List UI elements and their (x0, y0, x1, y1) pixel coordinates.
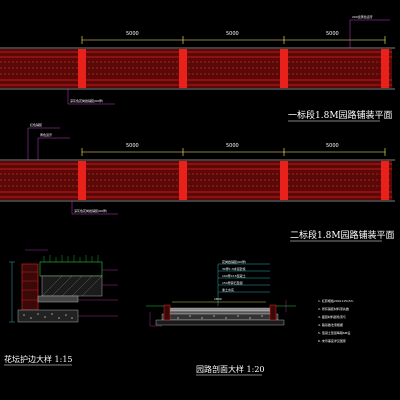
plan1-paving (0, 49, 392, 88)
detail-left-title: 花坛护边大样 1:15 (4, 354, 73, 364)
note-2: 2. 所有铺装材料须先做 (318, 306, 349, 311)
road-section: 花岗岩铺装(60厚) 30厚1:3水泥砂浆 100厚C15混凝土 150厚碎石垫… (146, 259, 296, 376)
plan1-note-bottom: 深灰色花岗岩铺装(60厚) (70, 98, 103, 103)
plan2-dim-1: 5000 (126, 143, 139, 149)
note-3: 3. 面层材料颜色须与 (318, 314, 346, 319)
plan2-note-bottom: 深灰色花岗岩铺装(60厚) (74, 208, 107, 213)
section-width-dim: 1800 (214, 297, 222, 301)
section-label-1: 花岗岩铺装(60厚) (222, 259, 246, 264)
plan2-note-top-1: 红色铺装 (30, 122, 42, 127)
plan2-dim-3: 5000 (326, 143, 339, 149)
notes-block: 1. 红砖规格240x115x53, 2. 所有铺装材料须先做 3. 面层材料颜… (318, 298, 354, 343)
plan1-dim-2: 5000 (226, 31, 239, 37)
note-4: 4. 路基做法须根据 (318, 322, 343, 327)
note-6: 6. 未尽事宜详见国家 (318, 338, 346, 343)
plan2-dim-2: 5000 (226, 143, 239, 149)
plan1-dim-1: 5000 (126, 31, 139, 37)
plan2-note-top-2: 黄色道牙 (40, 132, 52, 137)
plan1-note-top: 200宽黄色道牙 (352, 14, 373, 19)
plan-2: 5000 5000 5000 红色铺装 黄色道牙 深灰色花岗岩铺装(60厚) (0, 122, 395, 242)
note-5: 5. 混凝土垫层每隔6M设 (318, 330, 350, 335)
plan-1: 5000 5000 5000 200宽黄色道牙 深灰色花岗岩铺装(60厚 (0, 14, 395, 122)
plan2-title: 二标段1.8M园路铺装平面 (290, 229, 395, 241)
section-label-2: 30厚1:3水泥砂浆 (222, 266, 246, 271)
plan1-title: 一标段1.8M园路铺装平面 (288, 109, 393, 121)
plan2-paving (0, 161, 392, 200)
section-title: 园路剖面大样 1:20 (196, 364, 265, 374)
section-label-5: 素土夯实 (222, 287, 234, 292)
detail-flowerbed-edge: 花坛护边大样 1:15 (4, 249, 118, 366)
plan1-dim-3: 5000 (326, 31, 339, 37)
section-label-3: 100厚C15混凝土 (222, 273, 246, 278)
section-label-4: 150厚碎石垫层 (222, 280, 243, 285)
note-1: 1. 红砖规格240x115x53, (318, 298, 354, 303)
